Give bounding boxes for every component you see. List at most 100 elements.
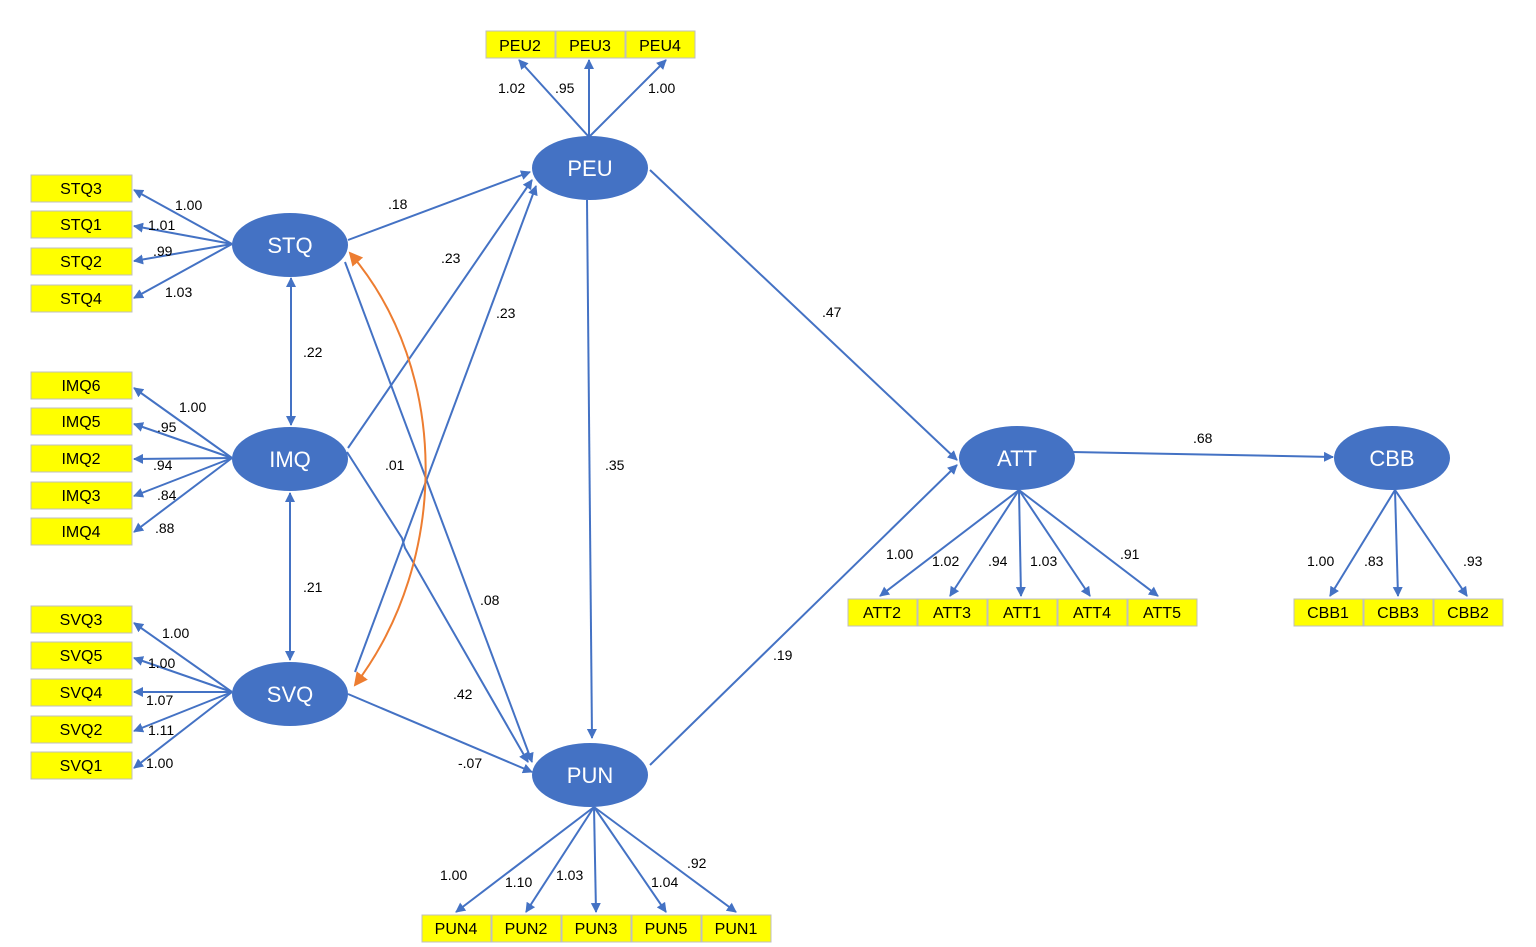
- coef-imq-imq3: .84: [157, 487, 177, 503]
- indicator-label-pun1: PUN1: [715, 921, 758, 938]
- coef-svq-svq1: 1.00: [146, 755, 173, 771]
- coef-svq-svq3: 1.00: [162, 625, 189, 641]
- loading-svq-svq5: [133, 656, 233, 693]
- indicator-label-att3: ATT3: [933, 605, 971, 622]
- indicator-box-pun4: [421, 914, 492, 943]
- loading-imq-imq3: [133, 457, 233, 498]
- indicator-label-stq1: STQ1: [60, 217, 102, 234]
- path-imq-pun: [346, 451, 529, 763]
- loading-att-att5: [1018, 489, 1159, 597]
- path-svq-pun: [347, 693, 533, 774]
- indicator-label-svq3: SVQ3: [60, 612, 103, 629]
- indicator-label-svq5: SVQ5: [60, 648, 103, 665]
- measurement-paths: [133, 59, 1468, 913]
- indicator-box-pun3: [561, 914, 632, 943]
- indicator-label-cbb2: CBB2: [1447, 605, 1489, 622]
- indicator-label-att1: ATT1: [1003, 605, 1041, 622]
- latent-label-svq: SVQ: [267, 682, 313, 707]
- indicator-label-pun3: PUN3: [575, 921, 618, 938]
- indicator-label-imq2: IMQ2: [61, 451, 100, 468]
- loading-peu-peu4: [588, 59, 667, 138]
- coef-pun-pun2: 1.10: [505, 874, 532, 890]
- loading-stq-stq1: [133, 222, 233, 245]
- loading-pun-pun5: [593, 806, 667, 913]
- loading-cbb-cbb3: [1392, 489, 1403, 597]
- covariance-labels: .22 .21 .01: [303, 344, 405, 595]
- coef-att-cbb: .68: [1193, 430, 1213, 446]
- indicator-box-stq2: [30, 247, 133, 276]
- covariances: [285, 251, 427, 687]
- coef-pun-pun5: 1.04: [651, 874, 678, 890]
- latent-node-peu: [532, 136, 648, 200]
- loading-stq-stq3: [133, 189, 233, 245]
- indicator-label-imq6: IMQ6: [61, 378, 100, 395]
- latent-label-pun: PUN: [567, 763, 613, 788]
- indicator-label-pun2: PUN2: [505, 921, 548, 938]
- coef-pun-pun4: 1.00: [440, 867, 467, 883]
- coef-pun-att: .19: [773, 647, 793, 663]
- path-peu-att: [649, 169, 958, 461]
- loading-att-att2: [879, 489, 1020, 597]
- coef-imq-imq2: .94: [153, 457, 173, 473]
- coef-stq-imq: .22: [303, 344, 323, 360]
- latent-node-pun: [532, 743, 648, 807]
- loading-pun-pun4: [455, 806, 595, 913]
- indicator-label-cbb1: CBB1: [1307, 605, 1349, 622]
- coef-att-att5: .91: [1120, 546, 1140, 562]
- path-att-cbb: [1071, 451, 1334, 462]
- coef-svq-pun: -.07: [458, 755, 482, 771]
- indicator-label-att2: ATT2: [863, 605, 901, 622]
- loading-svq-svq2: [133, 691, 233, 733]
- indicator-box-cbb3: [1363, 598, 1434, 627]
- loading-cbb-cbb2: [1394, 489, 1468, 597]
- loading-att-att1: [1015, 489, 1026, 597]
- coef-svq-svq4: 1.07: [146, 692, 173, 708]
- loading-stq-stq4: [133, 243, 233, 299]
- latent-node-stq: [232, 213, 348, 277]
- indicator-box-att4: [1057, 598, 1128, 627]
- loading-att-att4: [1018, 489, 1091, 597]
- path-coefficient-labels: .18 .23 .23 .08 .42 -.07 .35 .47 .19 .68: [388, 196, 1213, 771]
- coef-imq-imq4: .88: [155, 520, 175, 536]
- indicator-box-svq1: [30, 751, 133, 780]
- indicator-box-imq5: [30, 407, 133, 436]
- loading-svq-svq3: [133, 622, 233, 693]
- loading-peu-peu2: [518, 59, 590, 138]
- indicator-label-imq3: IMQ3: [61, 488, 100, 505]
- indicator-box-imq4: [30, 517, 133, 546]
- latent-label-peu: PEU: [567, 156, 612, 181]
- indicator-box-svq2: [30, 715, 133, 744]
- indicator-label-att5: ATT5: [1143, 605, 1181, 622]
- coef-att-att2: 1.00: [886, 546, 913, 562]
- indicator-box-pun5: [631, 914, 702, 943]
- indicator-box-imq2: [30, 444, 133, 473]
- path-stq-peu: [347, 170, 531, 241]
- coef-peu-peu3: .95: [555, 80, 575, 96]
- loading-cbb-cbb1: [1329, 489, 1396, 597]
- indicator-box-stq1: [30, 210, 133, 239]
- indicator-box-imq6: [30, 371, 133, 400]
- indicator-label-imq4: IMQ4: [61, 524, 100, 541]
- loading-pun-pun3: [590, 806, 601, 913]
- coef-pun-pun1: .92: [687, 855, 707, 871]
- coef-imq-imq6: 1.00: [179, 399, 206, 415]
- coef-peu-att: .47: [822, 304, 842, 320]
- loading-imq-imq2: [133, 453, 233, 464]
- path-imq-peu: [347, 179, 533, 449]
- coef-att-att1: .94: [988, 553, 1008, 569]
- latent-node-cbb: [1334, 426, 1450, 490]
- indicator-box-peu2: [485, 30, 556, 59]
- structural-paths: [344, 169, 1334, 774]
- indicator-label-svq1: SVQ1: [60, 758, 103, 775]
- loading-imq-imq6: [133, 387, 233, 459]
- indicator-box-att2: [847, 598, 918, 627]
- indicator-box-att1: [987, 598, 1058, 627]
- loading-pun-pun1: [593, 806, 737, 913]
- coef-imq-svq: .21: [303, 579, 323, 595]
- indicator-box-cbb2: [1433, 598, 1504, 627]
- indicator-box-att5: [1127, 598, 1198, 627]
- indicator-box-svq3: [30, 605, 133, 634]
- loading-labels: 1.02 .95 1.00 1.00 1.01 .99 1.03 1.00 .9…: [146, 80, 1483, 890]
- indicator-label-svq2: SVQ2: [60, 722, 103, 739]
- latent-label-stq: STQ: [267, 233, 312, 258]
